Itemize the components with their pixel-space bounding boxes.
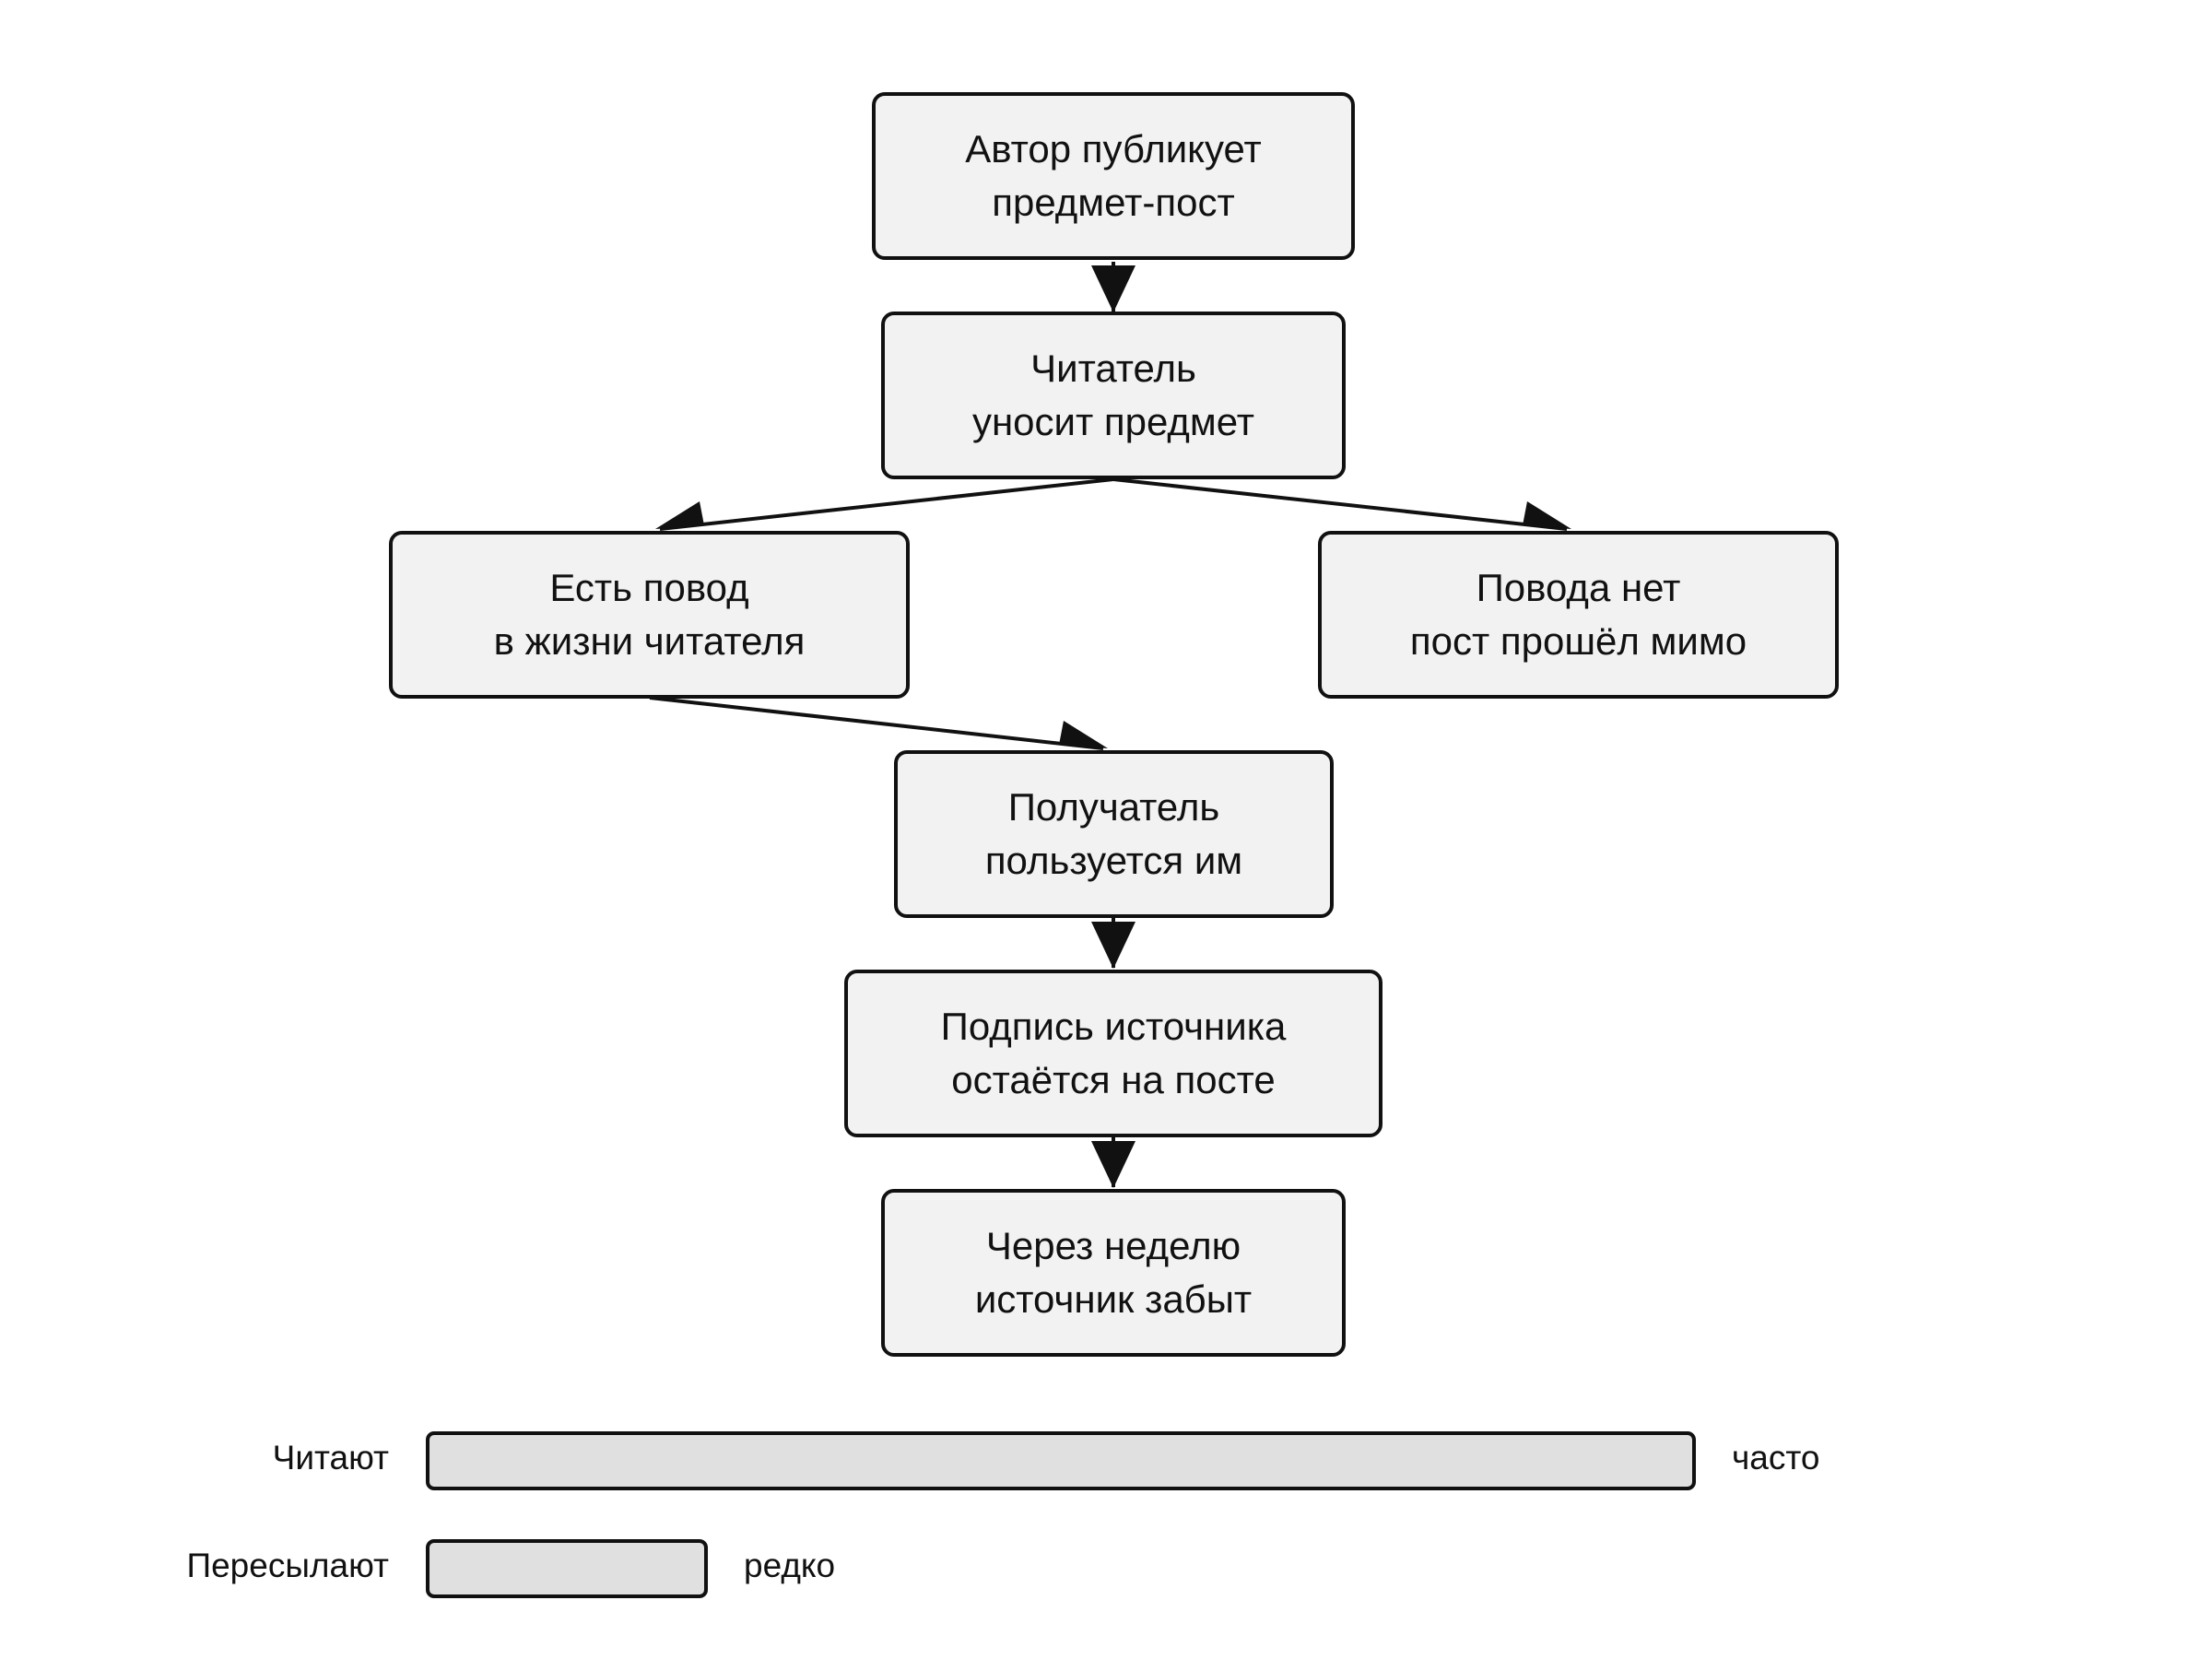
node-has-reason-line1: Есть повод [549,566,749,609]
bar-label-forward: Пересылают [186,1547,389,1584]
arrowhead-recipient-to-signature [1091,922,1135,969]
node-no-reason-line2: пост прошёл мимо [1409,619,1747,663]
bar-forward [426,1539,708,1598]
arrowhead-signature-to-forgotten [1091,1141,1135,1188]
node-no-reason: Повода нет пост прошёл мимо [1318,531,1839,699]
arrowhead-has-reason-to-recipient [1059,721,1108,748]
arrowhead-publish-to-reader [1091,265,1135,312]
node-source-signature-line1: Подпись источника [940,1005,1287,1048]
node-source-forgotten: Через неделю источник забыт [881,1189,1346,1357]
bar-label-read: Читают [272,1439,389,1477]
node-recipient-uses-line1: Получатель [1007,785,1220,829]
node-recipient-uses: Получатель пользуется им [894,750,1334,918]
node-source-signature-line2: остаётся на посте [951,1058,1276,1101]
edge-reader-to-has-reason [659,477,1114,531]
edge-reader-to-no-reason [1112,477,1568,531]
bar-value-forward: редко [744,1547,836,1584]
arrowhead-reader-to-has-reason [655,501,704,529]
bar-read [426,1431,1696,1490]
node-reader-takes-item-line2: уносит предмет [971,400,1255,443]
node-author-publishes: Автор публикует предмет-пост [872,92,1355,260]
node-source-forgotten-line1: Через неделю [985,1224,1241,1267]
node-has-reason-line2: в жизни читателя [493,619,806,663]
node-author-publishes-line1: Автор публикует [965,127,1262,171]
node-author-publishes-line2: предмет-пост [992,181,1235,224]
edge-has-reason-to-recipient [649,696,1104,750]
node-reader-takes-item-line1: Читатель [1030,347,1196,390]
node-has-reason: Есть повод в жизни читателя [389,531,910,699]
node-recipient-uses-line2: пользуется им [984,839,1243,882]
node-source-forgotten-line2: источник забыт [974,1277,1253,1321]
node-reader-takes-item: Читатель уносит предмет [881,312,1346,479]
arrowhead-reader-to-no-reason [1523,501,1571,529]
node-no-reason-line1: Повода нет [1476,566,1681,609]
node-source-signature: Подпись источника остаётся на посте [844,970,1382,1137]
bar-value-read: часто [1732,1439,1820,1477]
